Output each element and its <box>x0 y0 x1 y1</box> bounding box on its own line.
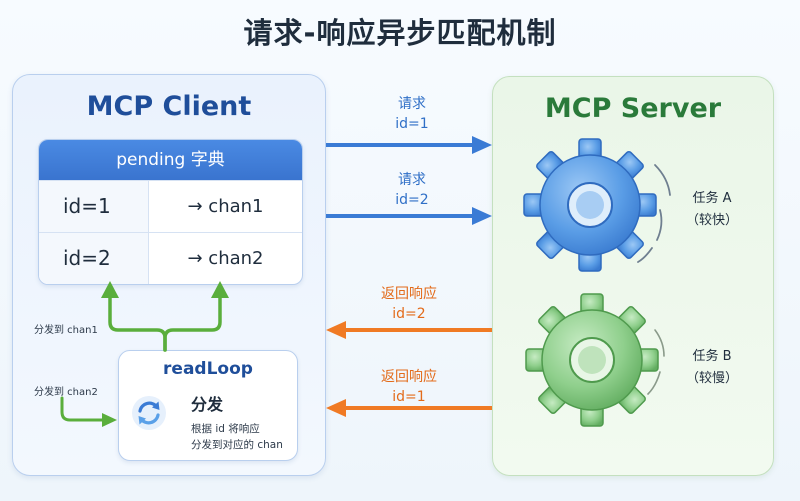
response-label-1-line2: id=1 <box>392 389 426 405</box>
pending-header: pending 字典 <box>39 140 302 180</box>
request-arrow-2 <box>326 207 492 225</box>
task-b-name: 任务 B <box>692 349 732 364</box>
response-label-1: 返回响应 id=1 <box>364 367 454 407</box>
request-label-2-line2: id=2 <box>395 192 429 208</box>
readloop-title: readLoop <box>163 359 253 379</box>
motion-lines <box>647 329 665 395</box>
request-label-1: 请求 id=1 <box>367 94 457 134</box>
server-title: MCP Server <box>544 93 722 124</box>
gear-icon <box>523 138 657 272</box>
request-label-2: 请求 id=2 <box>367 170 457 210</box>
dispatch-arrow-chan2 <box>163 294 222 352</box>
pending-value: → chan1 <box>187 196 264 217</box>
dispatch-arrowhead-chan1 <box>101 281 119 298</box>
request-label-1-line2: id=1 <box>395 116 429 132</box>
response-arrow-1 <box>326 399 492 417</box>
readloop-box: readLoop 分发 根据 id 将响应 分发到对应的 chan <box>118 350 298 461</box>
dispatch-arrow-left <box>60 396 106 422</box>
pending-key: id=2 <box>39 233 149 284</box>
dispatch-label-chan1: 分发到 chan1 <box>34 325 98 336</box>
task-a-speed: （较快） <box>685 213 738 228</box>
response-label-2-line1: 返回响应 <box>381 286 437 302</box>
dispatch-arrowhead-chan2 <box>211 281 229 298</box>
readloop-subtitle: 分发 <box>191 395 224 414</box>
request-label-1-line1: 请求 <box>398 96 426 112</box>
response-arrow-2 <box>326 321 492 339</box>
dispatch-label-chan2: 分发到 chan2 <box>34 387 98 398</box>
task-a-label: 任务 A （较快） <box>672 188 752 232</box>
dispatch-arrowhead-left <box>102 413 117 427</box>
request-arrow-1 <box>326 136 492 154</box>
dispatch-arrow-chan1 <box>108 294 167 352</box>
readloop-desc-line2: 分发到对应的 chan <box>191 439 283 451</box>
request-label-2-line1: 请求 <box>398 172 426 188</box>
response-label-2-line2: id=2 <box>392 306 426 322</box>
gear-icon <box>525 293 659 427</box>
response-label-2: 返回响应 id=2 <box>364 284 454 324</box>
pending-key: id=1 <box>39 181 149 232</box>
client-title: MCP Client <box>86 91 252 122</box>
readloop-desc-line1: 根据 id 将响应 <box>191 423 260 435</box>
pending-row: id=2 → chan2 <box>39 232 302 284</box>
motion-lines <box>637 164 671 263</box>
task-a-name: 任务 A <box>692 191 732 206</box>
task-b-speed: （较慢） <box>685 371 738 386</box>
refresh-icon <box>132 396 166 430</box>
task-b-label: 任务 B （较慢） <box>672 346 752 390</box>
response-label-1-line1: 返回响应 <box>381 369 437 385</box>
page-title: 请求-响应异步匹配机制 <box>243 16 557 50</box>
pending-table: pending 字典 id=1 → chan1 id=2 → chan2 <box>38 139 303 285</box>
pending-value: → chan2 <box>187 248 264 269</box>
pending-row: id=1 → chan1 <box>39 180 302 232</box>
